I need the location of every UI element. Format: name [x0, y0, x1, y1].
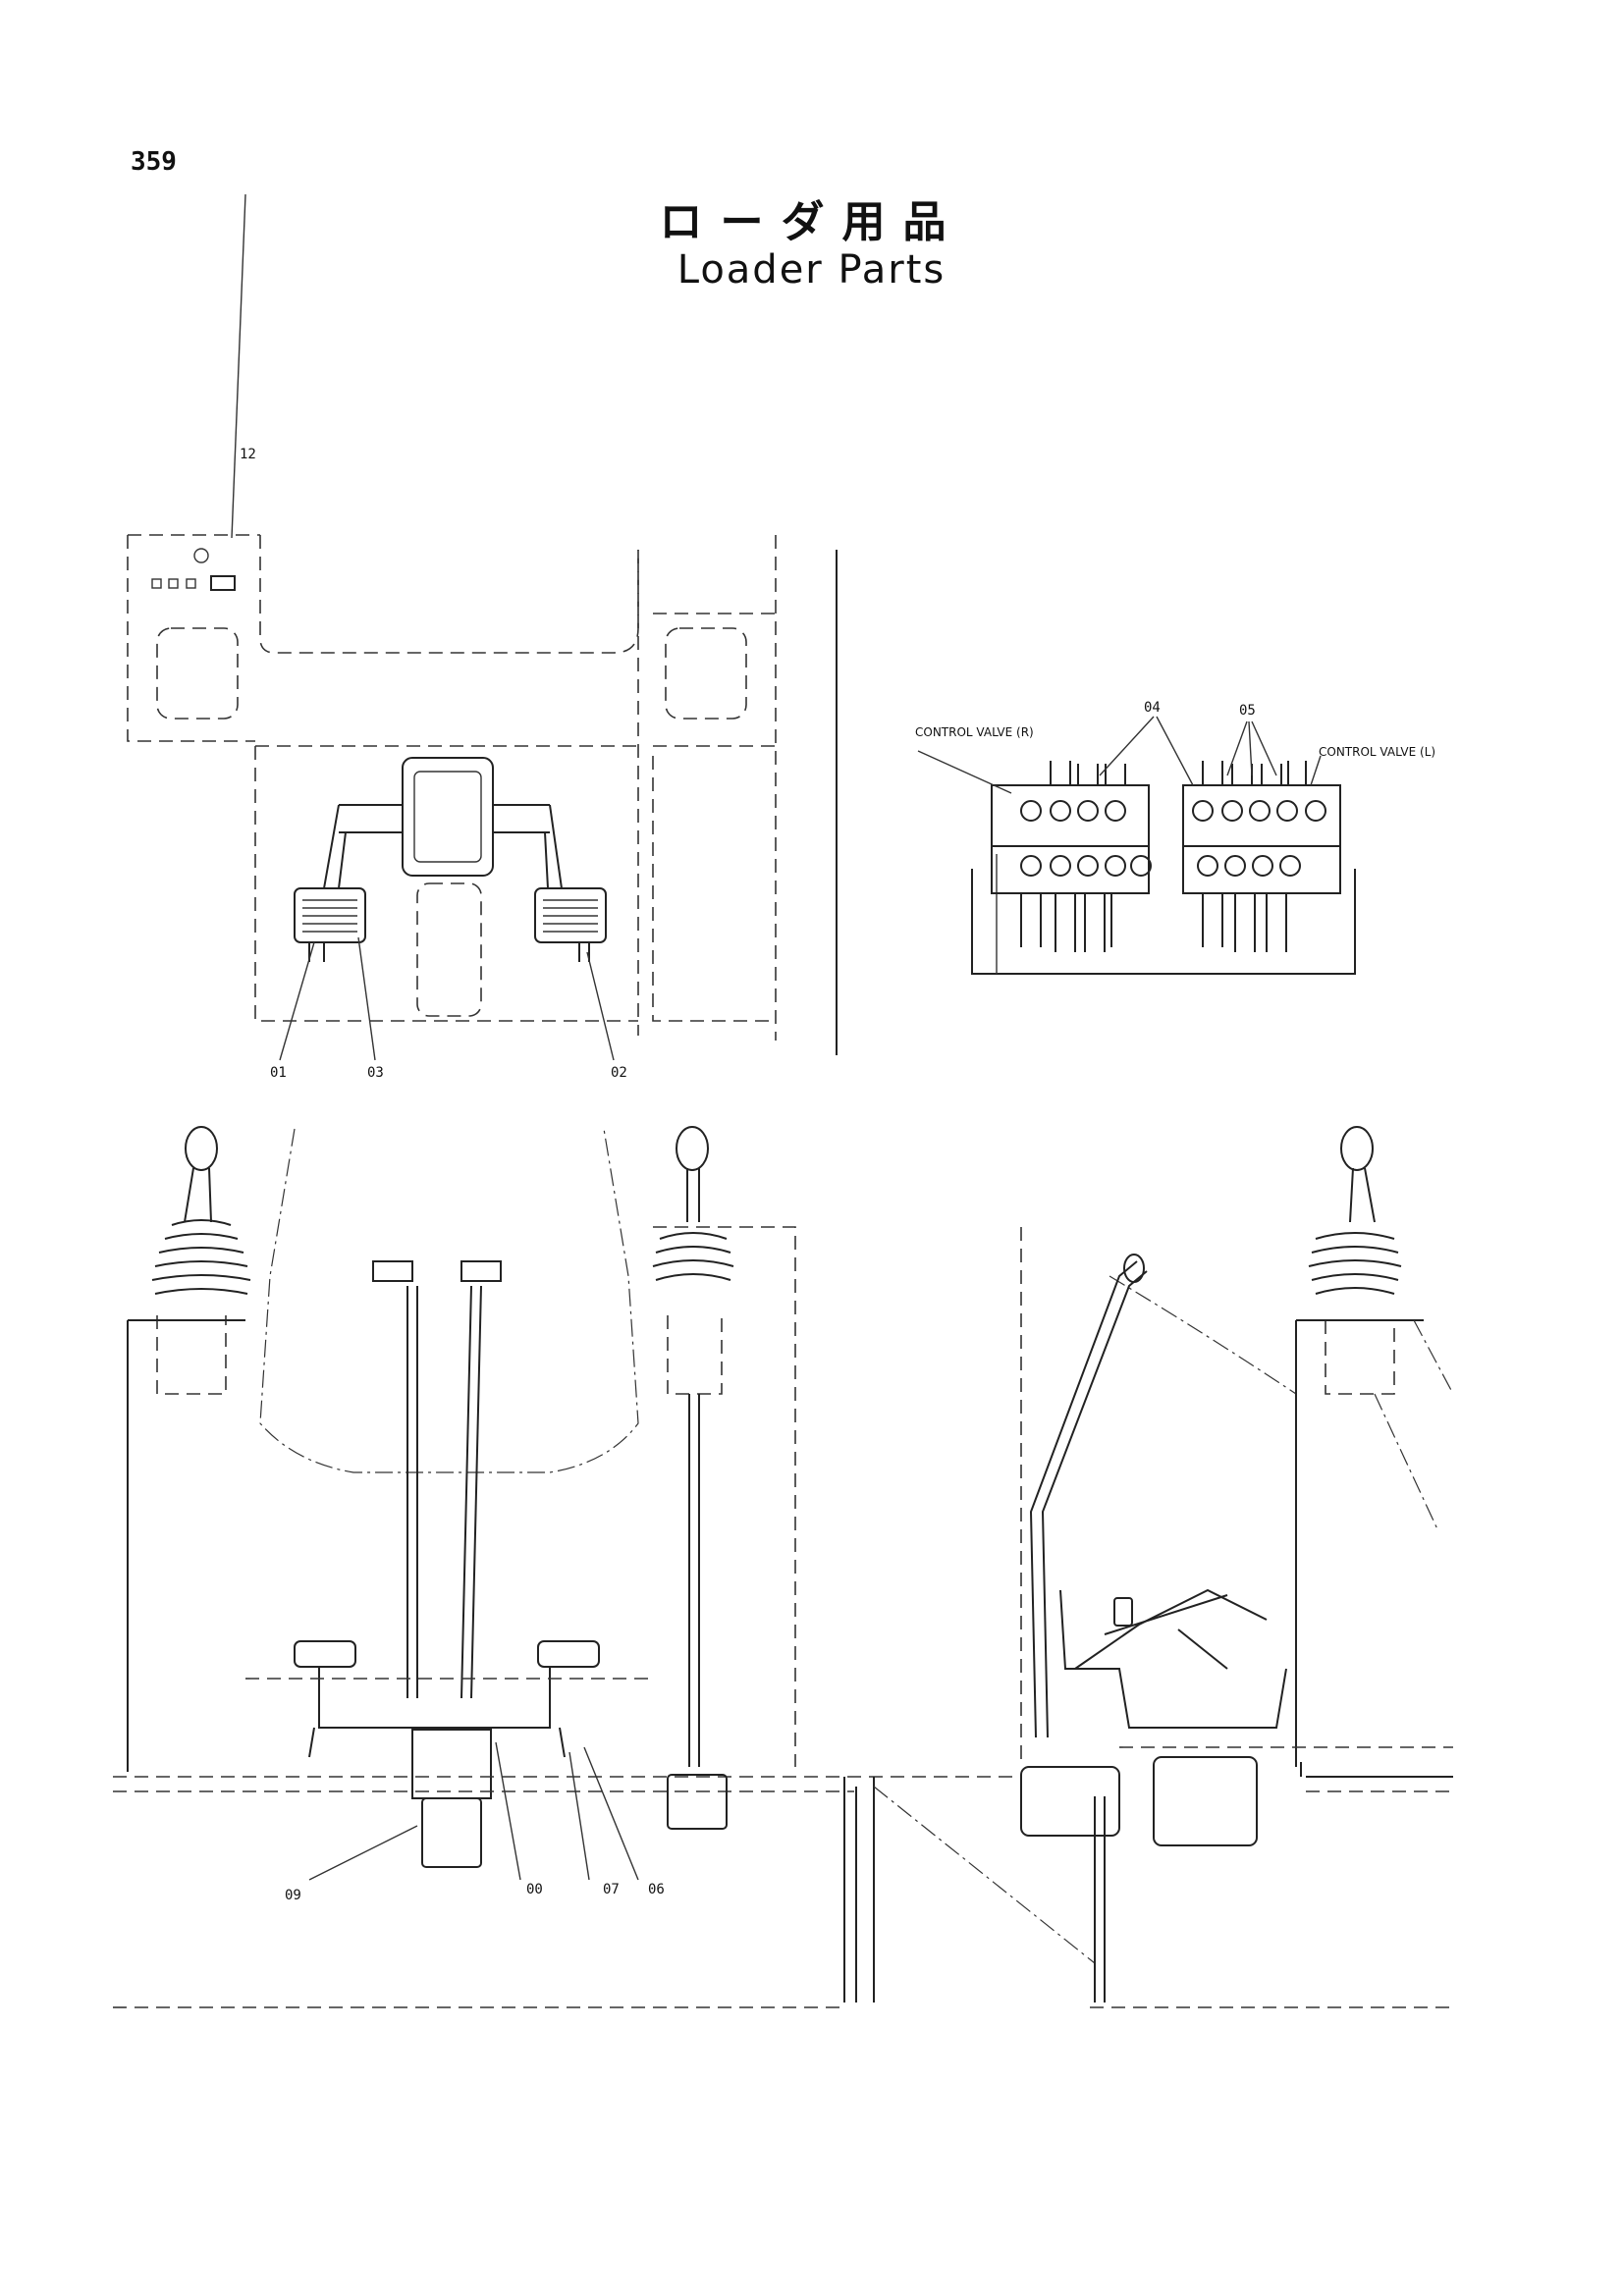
- valve-label-right: CONTROL VALVE (R): [915, 725, 1034, 739]
- side-view: [873, 1126, 1454, 2008]
- valve-label-left: CONTROL VALVE (L): [1319, 745, 1435, 759]
- control-valve-view: [917, 716, 1356, 975]
- callout-07: 07: [603, 1882, 620, 1897]
- callout-03: 03: [367, 1065, 384, 1081]
- joystick-center: [652, 1126, 734, 1830]
- pedal-right: [534, 887, 607, 962]
- callout-01: 01: [270, 1065, 287, 1081]
- joystick-left: [128, 1126, 251, 1395]
- valve-l-ports: [1192, 800, 1326, 877]
- callout-02: 02: [611, 1065, 627, 1081]
- callout-04: 04: [1144, 700, 1161, 716]
- page-title-english: Loader Parts: [676, 247, 947, 293]
- switch-12: [210, 575, 236, 591]
- page-title-japanese: ローダ用品: [659, 197, 964, 247]
- front-view: [113, 1126, 1021, 2008]
- floor-plan-view: [127, 193, 838, 1061]
- callout-00: 00: [526, 1882, 543, 1897]
- callout-12: 12: [240, 447, 256, 462]
- callout-06: 06: [648, 1882, 665, 1897]
- callout-05: 05: [1239, 703, 1256, 719]
- page-number: 359: [131, 147, 177, 177]
- pedal-left: [294, 887, 366, 962]
- valve-r-ports: [1020, 800, 1152, 877]
- callout-09: 09: [285, 1888, 301, 1903]
